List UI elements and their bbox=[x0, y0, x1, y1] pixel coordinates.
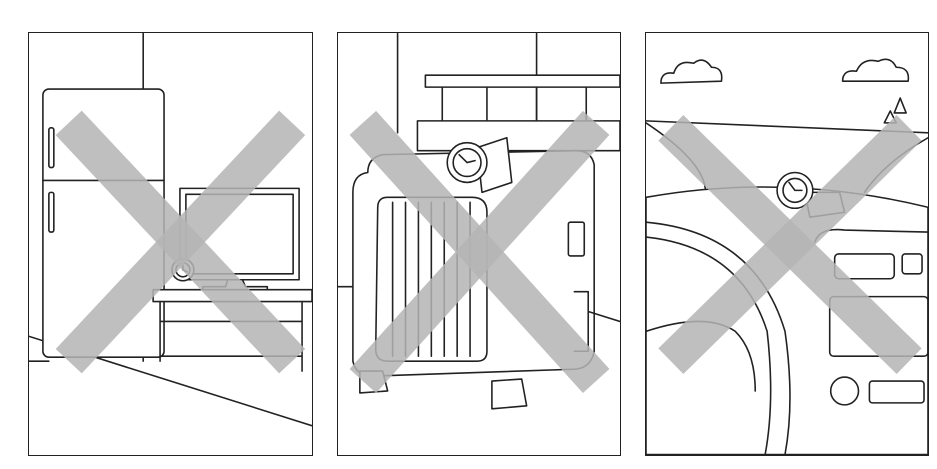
car-dashboard-illustration bbox=[646, 58, 928, 455]
panel-air-conditioner-scene bbox=[337, 32, 621, 456]
watch-icon bbox=[446, 136, 513, 194]
prohibition-mark-stroke bbox=[658, 115, 922, 374]
panel-car-dashboard-scene bbox=[645, 32, 929, 456]
prohibition-mark-stroke bbox=[349, 110, 610, 394]
air-conditioner-illustration bbox=[338, 33, 620, 410]
refrigerator-tv-illustration bbox=[29, 33, 312, 427]
panel-refrigerator-tv-scene bbox=[28, 32, 313, 456]
prohibition-mark-stroke bbox=[55, 110, 306, 374]
steering-wheel bbox=[646, 221, 791, 455]
cloud-icon bbox=[660, 58, 910, 84]
